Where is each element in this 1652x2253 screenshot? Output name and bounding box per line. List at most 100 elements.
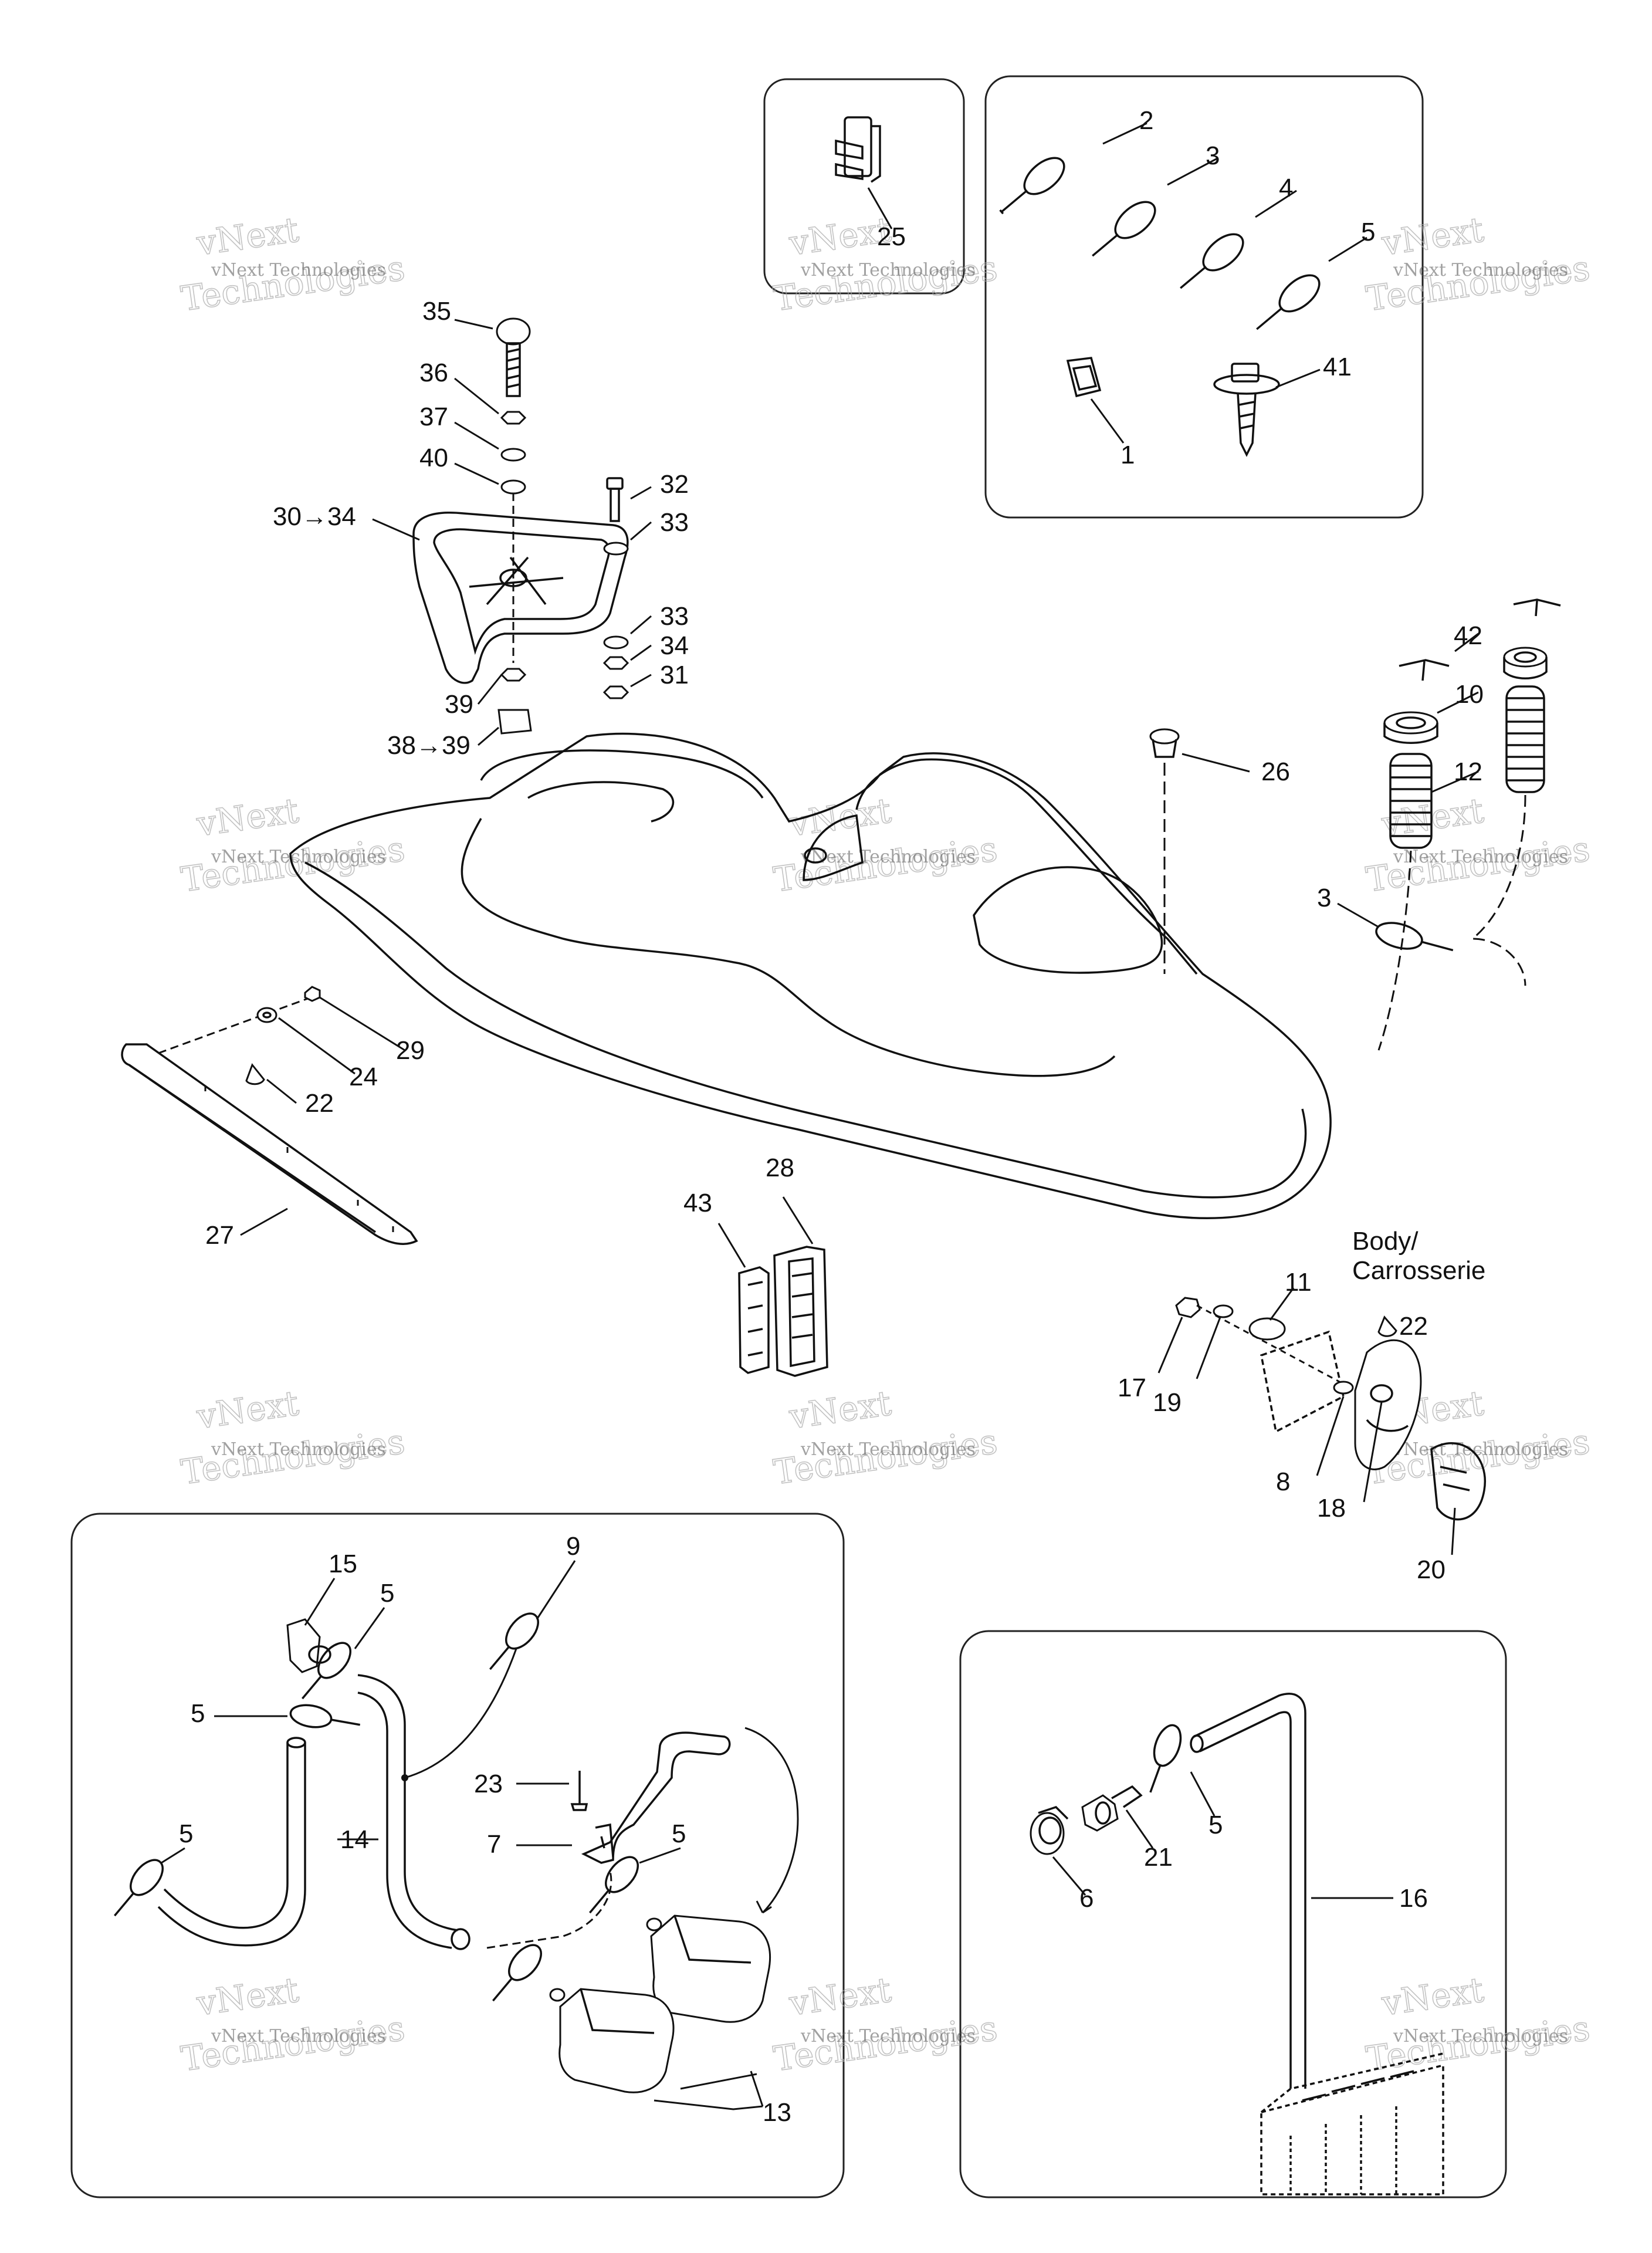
cable-tie-9 (489, 1612, 539, 1670)
box-vent (959, 1630, 1507, 2198)
watermark-text: vNext Technologies (211, 847, 386, 867)
callout-23: 23 (474, 1770, 503, 1798)
callout-28: 28 (766, 1153, 794, 1182)
leader-lines (161, 122, 1479, 2110)
callout-15: 15 (329, 1550, 357, 1578)
handle-pole-30 (412, 512, 629, 684)
watermark-text: vNext Technologies (211, 260, 386, 280)
callout-33b: 33 (660, 602, 689, 631)
callout-10: 10 (1455, 680, 1484, 709)
watermark-brand: vNext (787, 1970, 894, 2024)
bracket-7 (581, 1727, 799, 1914)
watermark-brand: vNext (787, 1383, 894, 1437)
callout-24: 24 (349, 1063, 378, 1091)
callout-5f: 5 (1208, 1811, 1223, 1839)
watermark-brand: vNext (1379, 209, 1487, 263)
callout-5d: 5 (672, 1819, 686, 1848)
callout-43: 43 (683, 1189, 712, 1217)
callout-4: 4 (1279, 174, 1293, 202)
rub-strip-27 (121, 986, 418, 1245)
watermark-text: vNext Technologies (211, 2026, 386, 2046)
callout-21: 21 (1144, 1843, 1173, 1872)
clip-part-25 (835, 116, 881, 183)
callout-5c: 5 (191, 1699, 205, 1728)
cable-tie-5c (289, 1704, 361, 1728)
watermark-brand: vNext (194, 209, 302, 263)
body-label-line2: Carrosserie (1352, 1256, 1485, 1285)
vent-tube-right (1470, 647, 1548, 986)
watermark-brand: vNext (1379, 1970, 1487, 2024)
nut-6 (1030, 1805, 1069, 1855)
callout-22b: 22 (1399, 1312, 1428, 1341)
watermark-text: vNext Technologies (800, 847, 976, 867)
callout-7: 7 (487, 1830, 501, 1859)
bolt-35-stack (496, 317, 532, 735)
callout-16: 16 (1399, 1884, 1428, 1913)
cable-tie-5g (1149, 1724, 1182, 1793)
callout-1: 1 (1120, 441, 1135, 469)
callout-26: 26 (1261, 757, 1290, 786)
watermark-text: vNext Technologies (1393, 2026, 1568, 2046)
callout-37: 37 (419, 402, 448, 431)
callout-18: 18 (1317, 1494, 1346, 1523)
callout-34: 34 (660, 631, 689, 660)
rivet-23 (570, 1771, 588, 1811)
callout-42: 42 (1454, 621, 1482, 650)
cable-tie-3 (1092, 201, 1156, 257)
callout-8: 8 (1276, 1467, 1290, 1496)
callout-5b: 5 (380, 1579, 394, 1608)
callout-5: 5 (1361, 218, 1375, 246)
cable-tie-5e (589, 1856, 639, 1914)
watermark-text: vNext Technologies (1393, 1439, 1568, 1460)
hose-14 (157, 1648, 612, 1950)
callout-30-34: 30→34 (273, 502, 356, 531)
callout-39: 39 (445, 690, 473, 719)
callout-27: 27 (205, 1221, 234, 1250)
callout-38-39: 38→39 (387, 731, 470, 760)
callout-9: 9 (566, 1532, 580, 1561)
callout-2: 2 (1139, 106, 1153, 135)
callout-3b: 3 (1317, 884, 1331, 912)
clip-part-1 (1066, 357, 1102, 398)
callout-12: 12 (1454, 757, 1482, 786)
cable-tie-5f (492, 1944, 542, 2002)
watermark-text: vNext Technologies (800, 1439, 976, 1460)
cable-tie-4 (1180, 233, 1244, 289)
box-clip-25 (763, 78, 965, 295)
cable-tie-5b (302, 1642, 351, 1700)
callout-33a: 33 (660, 508, 689, 537)
watermark-brand: vNext (194, 1970, 302, 2024)
battery (1260, 2052, 1444, 2196)
callout-40: 40 (419, 444, 448, 472)
callout-31: 31 (660, 661, 689, 689)
watermark-brand: vNext (194, 790, 302, 844)
callout-3: 3 (1206, 141, 1220, 170)
watermark-text: vNext Technologies (1393, 847, 1568, 867)
screw-41 (1213, 363, 1280, 457)
box-ties (984, 75, 1424, 519)
watermark-brand: vNext (194, 1383, 302, 1437)
cover-43 (738, 1266, 770, 1374)
watermark-text: vNext Technologies (800, 260, 976, 280)
clip-42 (1399, 598, 1561, 681)
vent-hose-16 (1190, 1693, 1306, 2089)
callout-36: 36 (419, 358, 448, 387)
callout-29: 29 (396, 1036, 425, 1065)
fitting-21 (1081, 1785, 1143, 1832)
fuse-holder-28 (773, 1246, 828, 1377)
box-hoses (70, 1513, 845, 2198)
callout-14: 14 (340, 1825, 369, 1854)
callout-5e: 5 (179, 1819, 193, 1848)
callout-35: 35 (422, 297, 451, 326)
callout-20: 20 (1417, 1555, 1446, 1584)
callout-13: 13 (763, 2098, 791, 2127)
callout-6: 6 (1079, 1884, 1094, 1913)
watermark-text: vNext Technologies (1393, 260, 1568, 280)
vent-assembly (1175, 1297, 1486, 1521)
elbow-15 (286, 1618, 331, 1673)
bolt-32-stack (602, 477, 629, 699)
watermark-text: vNext Technologies (211, 1439, 386, 1460)
cable-tie-2 (999, 157, 1065, 215)
body-label-line1: Body/ (1352, 1227, 1419, 1256)
